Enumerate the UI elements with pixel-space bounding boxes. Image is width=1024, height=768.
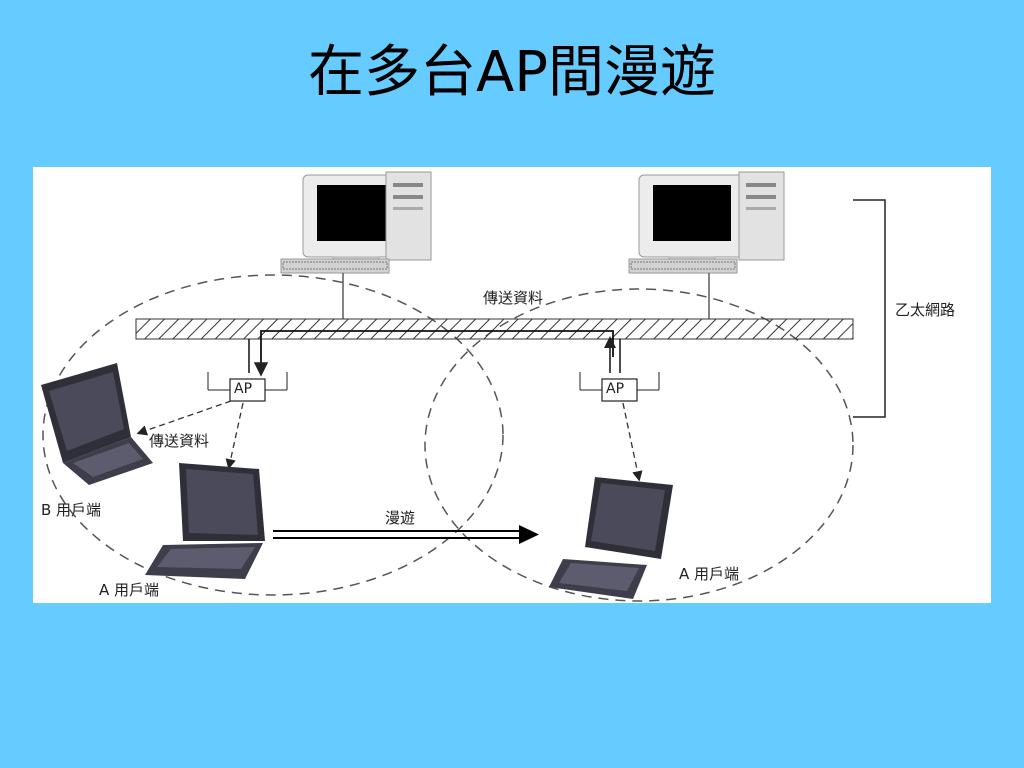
wireless-link-right-to-a <box>622 402 643 482</box>
desktop-computer-right <box>628 171 785 274</box>
wireless-link-left-to-a <box>225 402 244 470</box>
client-b-label: B 用戶端 <box>41 501 102 519</box>
slide-title: 在多台AP間漫遊 <box>307 40 717 105</box>
client-a-left-label: A 用戶端 <box>99 581 160 599</box>
access-point-right <box>579 372 660 402</box>
roaming-label: 漫遊 <box>385 509 416 527</box>
right-coverage-ellipse <box>424 288 854 602</box>
desktop-computer-left <box>280 171 432 274</box>
laptop-client-a-right <box>549 477 673 599</box>
access-point-right-label: AP <box>606 381 625 397</box>
roaming-arrow <box>273 525 539 544</box>
ethernet-bracket <box>853 199 886 418</box>
ethernet-label: 乙太網路 <box>895 301 956 319</box>
access-point-left <box>207 372 288 402</box>
roaming-diagram: 傳送資料 乙太網路 AP AP 傳送資料 B 用戶端 漫遊 A 用戶端 A 用戶… <box>33 167 991 603</box>
ethernet-bus <box>135 318 854 340</box>
transfer-data-label-top: 傳送資料 <box>483 289 544 307</box>
laptop-client-b <box>41 363 153 485</box>
client-a-right-label: A 用戶端 <box>679 565 740 583</box>
wireless-link-left-to-b <box>136 400 232 436</box>
transfer-data-label-left: 傳送資料 <box>149 432 210 450</box>
diagram-canvas <box>41 171 886 602</box>
laptop-client-a-left <box>145 463 265 579</box>
access-point-left-label: AP <box>234 381 253 397</box>
left-coverage-ellipse <box>42 274 504 596</box>
